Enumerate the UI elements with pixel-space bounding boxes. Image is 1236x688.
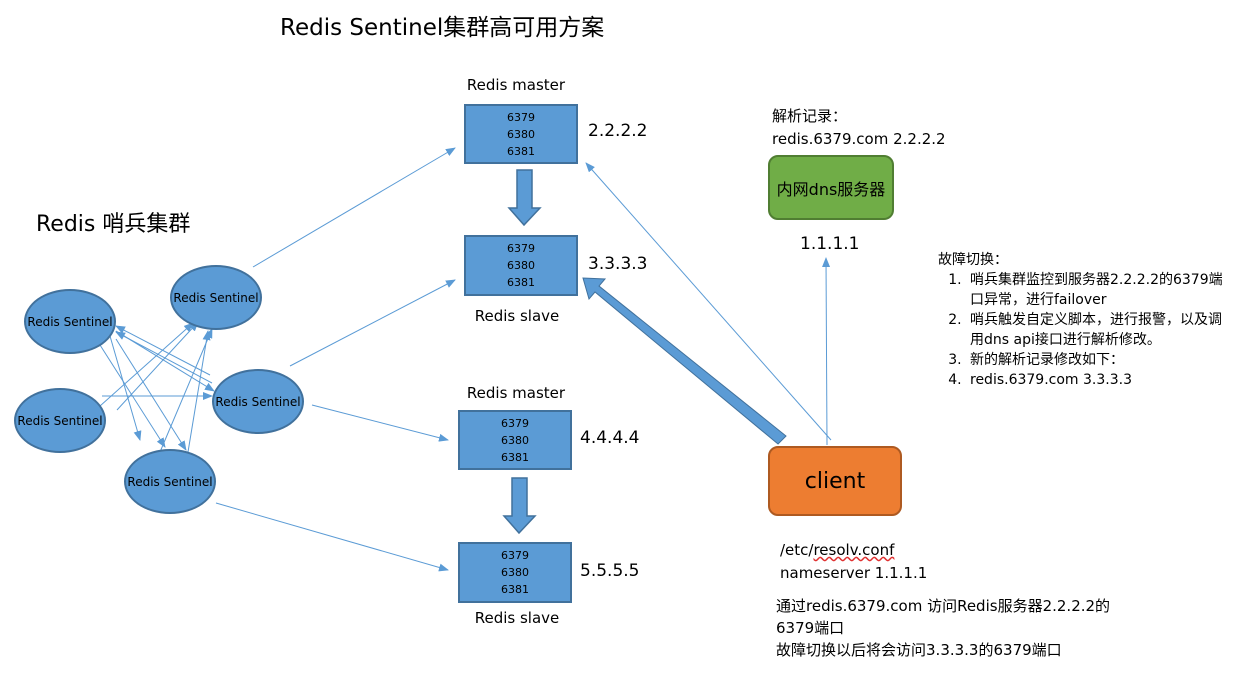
replication-arrow [507,169,542,227]
port-label: 6379 [507,110,535,124]
port-label: 6381 [507,276,535,289]
server-ip: 4.4.4.4 [580,428,640,448]
port-label: 6380 [507,259,535,272]
mesh-arrow [187,330,211,453]
sentinel-node: Redis Sentinel [212,369,304,434]
resolv-path-prefix: /etc/ [780,541,814,559]
failover-title: 故障切换： [938,252,1008,268]
port-label: 6379 [501,549,529,562]
sentinel-label: Redis Sentinel [127,474,213,489]
sentinel-label: Redis Sentinel [17,413,103,428]
server-role-label: Redis master [466,76,566,94]
mesh-arrow [109,335,142,441]
port-label: 6379 [501,416,529,430]
sentinel-node: Redis Sentinel [124,449,216,514]
dns-server-ip: 1.1.1.1 [800,234,860,254]
port-label: 6380 [507,127,535,141]
port-label: 6380 [501,566,529,579]
redis-server-box: 6379 6380 6381 [464,104,578,164]
port-label: 6380 [501,433,529,447]
dns-server-label: 内网dns服务器 [776,179,886,199]
client-note-line: 通过redis.6379.com 访问Redis服务器2.2.2.2的 [776,597,1111,615]
dns-record-value: redis.6379.com 2.2.2.2 [772,130,946,148]
sentinel-label: Redis Sentinel [173,290,259,305]
mesh-arrow [99,322,194,407]
sentinel-node: Redis Sentinel [170,265,262,330]
failover-step: 哨兵触发自定义脚本，进行报警，以及调用dns api接口进行解析修改。 [966,310,1234,350]
server-role-label: Redis slave [474,609,560,627]
failover-step: redis.6379.com 3.3.3.3 [966,370,1234,390]
client-note-line: 6379端口 [776,619,845,637]
port-label: 6381 [501,450,529,464]
redis-server-box: 6379 6380 6381 [458,410,572,470]
server-ip: 3.3.3.3 [588,254,648,274]
sentinel-node: Redis Sentinel [24,289,116,354]
dns-record-title: 解析记录： [772,107,848,125]
sentinel-cluster-title: Redis 哨兵集群 [36,212,191,237]
failover-steps: 故障切换： 哨兵集群监控到服务器2.2.2.2的6379端口异常，进行failo… [938,250,1234,390]
mesh-arrow [115,338,187,451]
failover-step: 哨兵集群监控到服务器2.2.2.2的6379端口异常，进行failover [966,270,1234,310]
client-to-master-arrow [585,162,832,441]
port-label: 6381 [507,144,535,158]
client-box: client [768,446,902,516]
resolv-nameserver: nameserver 1.1.1.1 [780,564,928,582]
port-label: 6381 [501,583,529,596]
server-ip: 5.5.5.5 [580,561,640,581]
resolv-path-file: resolv.conf [813,541,895,559]
redis-server-box: 6379 6380 6381 [458,542,572,603]
monitor-arrow [215,502,449,572]
mesh-arrow [159,328,213,453]
server-ip: 2.2.2.2 [588,121,648,141]
monitor-arrow [289,279,456,367]
port-label: 6379 [507,242,535,255]
server-role-label: Redis slave [474,307,560,325]
server-role-label: Redis master [466,384,566,402]
sentinel-node: Redis Sentinel [14,388,106,453]
sentinel-label: Redis Sentinel [27,314,113,329]
failover-step-list: 哨兵集群监控到服务器2.2.2.2的6379端口异常，进行failover 哨兵… [938,270,1234,390]
failover-arrow [582,277,787,445]
monitor-arrow [311,404,449,442]
diagram-title: Redis Sentinel集群高可用方案 [280,15,605,41]
mesh-arrow [115,325,211,376]
dns-server-box: 内网dns服务器 [768,155,894,220]
mesh-arrow [115,331,213,384]
monitor-arrow [252,147,456,268]
client-note-line: 故障切换以后将会访问3.3.3.3的6379端口 [776,641,1062,659]
replication-arrow [502,477,537,535]
failover-step: 新的解析记录修改如下： [966,350,1234,370]
mesh-arrow [116,321,199,411]
client-label: client [804,468,866,494]
client-to-dns-arrow [822,257,831,446]
redis-server-box: 6379 6380 6381 [464,235,578,296]
resolv-path: /etc/resolv.conf [780,540,894,560]
sentinel-label: Redis Sentinel [215,394,301,409]
